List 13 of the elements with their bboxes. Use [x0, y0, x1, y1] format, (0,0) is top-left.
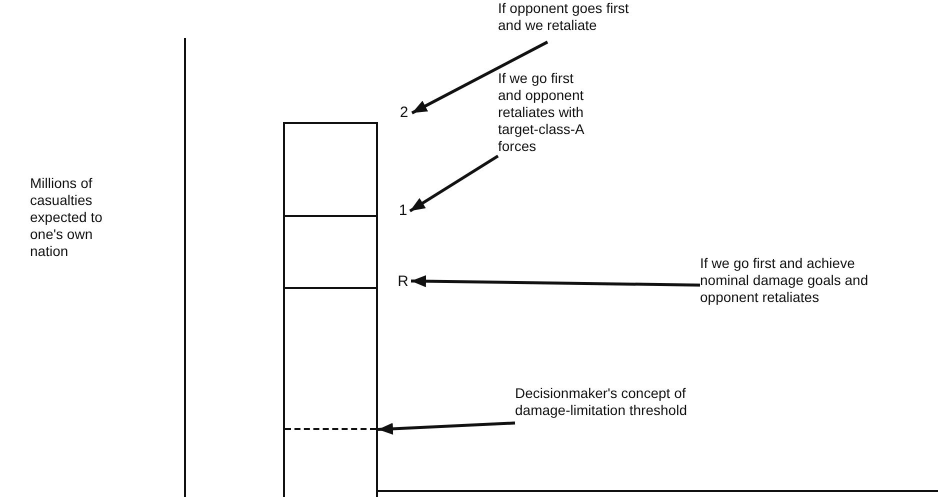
- annotation-text: If opponent goes first and we retaliate: [498, 0, 629, 33]
- casualty-column: [283, 122, 378, 497]
- annotation-text: If we go first and opponent retaliates with target-class-A forces: [498, 70, 584, 154]
- arrow: [411, 40, 548, 114]
- arrow: [409, 154, 499, 212]
- annotation-text: If we go first and achieve nominal damage goals and opponent retaliates: [700, 255, 868, 305]
- level-marker: 1: [396, 201, 410, 221]
- axis-label: Millions of casualties expected to one's own nation: [30, 175, 104, 260]
- arrow: [378, 422, 516, 435]
- level-marker: R: [395, 272, 411, 292]
- arrow: [410, 275, 700, 288]
- level-marker: 2: [396, 103, 412, 123]
- annotation-text: Decisionmaker's concept of damage-limitation threshold: [515, 385, 687, 418]
